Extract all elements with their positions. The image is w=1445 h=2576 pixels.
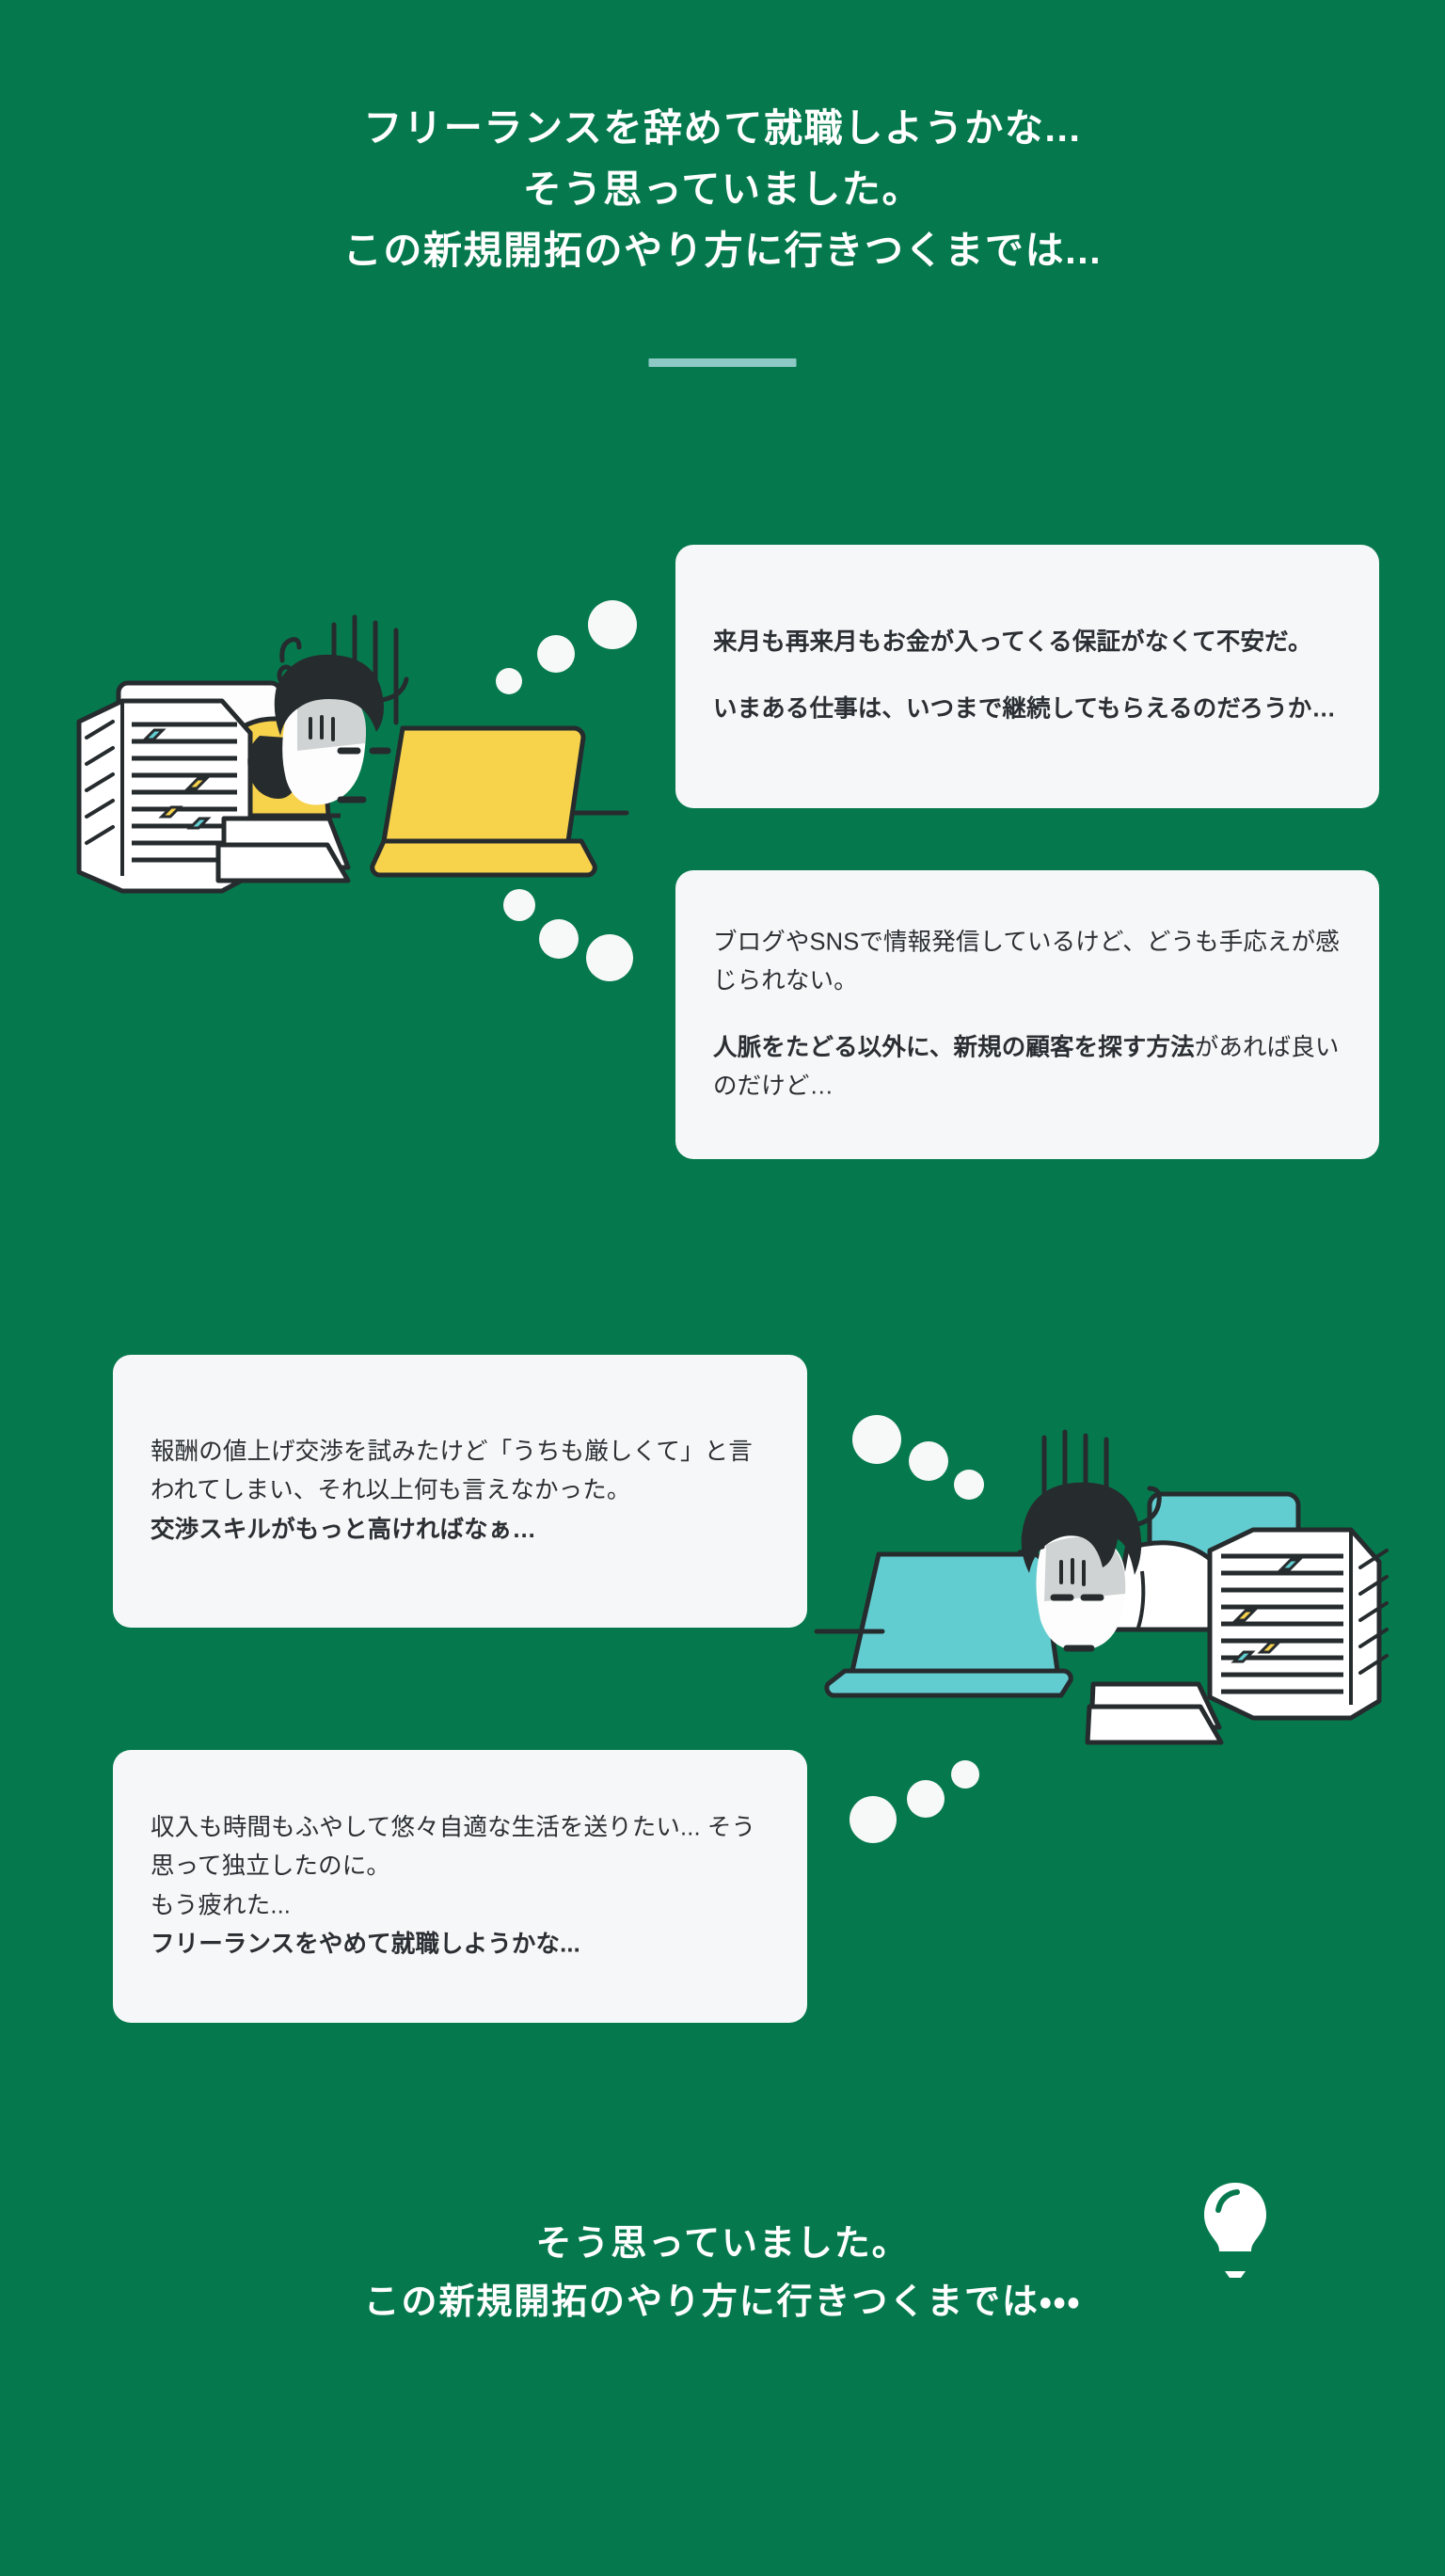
thought-dot-group-1: [537, 635, 575, 673]
worry-card-3-paragraph-1: 報酬の値上げ交渉を試みたけど「うちも厳しくて」と言われてしまい、それ以上何も言え…: [151, 1439, 753, 1504]
thought-dot-group-1: [588, 600, 637, 649]
hero-line-1: フリーランスを辞めて就職しようかな...: [363, 106, 1082, 150]
worry-card-1-paragraph-1: 来月も再来月もお金が入ってくる保証がなくて不安だ。: [713, 628, 1312, 656]
hero-line-3: この新規開拓のやり方に行きつくまでは...: [342, 228, 1103, 272]
worry-card-3-body: 報酬の値上げ交渉を試みたけど「うちも厳しくて」と言われてしまい、それ以上何も言え…: [151, 1433, 773, 1550]
worry-card-3[interactable]: 報酬の値上げ交渉を試みたけど「うちも厳しくて」と言われてしまい、それ以上何も言え…: [113, 1355, 807, 1628]
worry-card-1-body: 来月も再来月もお金が入ってくる保証がなくて不安だ。 いまある仕事は、いつまで継続…: [713, 624, 1345, 730]
lightbulb-icon: [1204, 2183, 1266, 2278]
thought-dot-group-1: [496, 668, 522, 694]
worry-card-2-paragraph-2: 人脈をたどる以外に、新規の顧客を探す方法があれば良いのだけど…: [713, 1029, 1345, 1107]
thought-dot-group-4: [850, 1796, 897, 1843]
thought-dot-group-3: [852, 1415, 901, 1464]
thought-dot-group-2: [539, 919, 579, 959]
thought-dot-group-3: [909, 1441, 948, 1481]
worry-card-1[interactable]: 来月も再来月もお金が入ってくる保証がなくて不安だ。 いまある仕事は、いつまで継続…: [675, 545, 1379, 808]
worry-card-4-paragraph-1: 収入も時間もふやして悠々自適な生活を送りたい... そう思って独立したのに。: [151, 1814, 756, 1880]
thought-dot-group-4: [951, 1760, 979, 1789]
worry-card-2-paragraph-1: ブログやSNSで情報発信しているけど、どうも手応えが感じられない。: [713, 928, 1340, 994]
footer-heading: そう思っていました。 この新規開拓のやり方に行きつくまでは・・・: [0, 2216, 1445, 2331]
worry-card-2-body: ブログやSNSで情報発信しているけど、どうも手応えが感じられない。 人脈をたどる…: [713, 923, 1345, 1106]
worry-card-4-body: 収入も時間もふやして悠々自適な生活を送りたい... そう思って独立したのに。 も…: [151, 1808, 773, 1964]
thought-dot-group-4: [907, 1780, 945, 1818]
worry-card-4-paragraph-2: もう疲れた...: [151, 1892, 292, 1918]
worry-card-2[interactable]: ブログやSNSで情報発信しているけど、どうも手応えが感じられない。 人脈をたどる…: [675, 870, 1379, 1159]
tired-freelancer-man-illustration: [814, 1429, 1389, 1745]
hero-heading: フリーランスを辞めて就職しようかな... そう思っていました。 この新規開拓のや…: [0, 98, 1445, 280]
thought-dot-group-2: [586, 934, 633, 981]
tired-freelancer-woman-illustration: [76, 614, 629, 894]
heading-divider: [648, 358, 797, 367]
footer-line-1: そう思っていました。: [535, 2224, 910, 2264]
worry-card-4[interactable]: 収入も時間もふやして悠々自適な生活を送りたい... そう思って独立したのに。 も…: [113, 1750, 807, 2023]
footer-line-2: この新規開拓のやり方に行きつくまでは・・・: [363, 2282, 1082, 2322]
thought-dot-group-2: [503, 889, 535, 921]
worry-card-4-paragraph-3: フリーランスをやめて就職しようかな...: [151, 1931, 580, 1958]
worry-card-2-paragraph-2-bold: 人脈をたどる以外に、新規の顧客を探す方法: [713, 1034, 1195, 1061]
thought-dot-group-3: [954, 1470, 984, 1500]
worry-card-3-paragraph-2: 交渉スキルがもっと高ければなぁ…: [151, 1516, 537, 1543]
hero-line-2: そう思っていました。: [522, 167, 923, 211]
worry-card-2-paragraph-2-regular: があれば良いのだけど…: [713, 1034, 1340, 1100]
worry-card-1-paragraph-2: いまある仕事は、いつまで継続してもらえるのだろうか…: [713, 696, 1336, 723]
